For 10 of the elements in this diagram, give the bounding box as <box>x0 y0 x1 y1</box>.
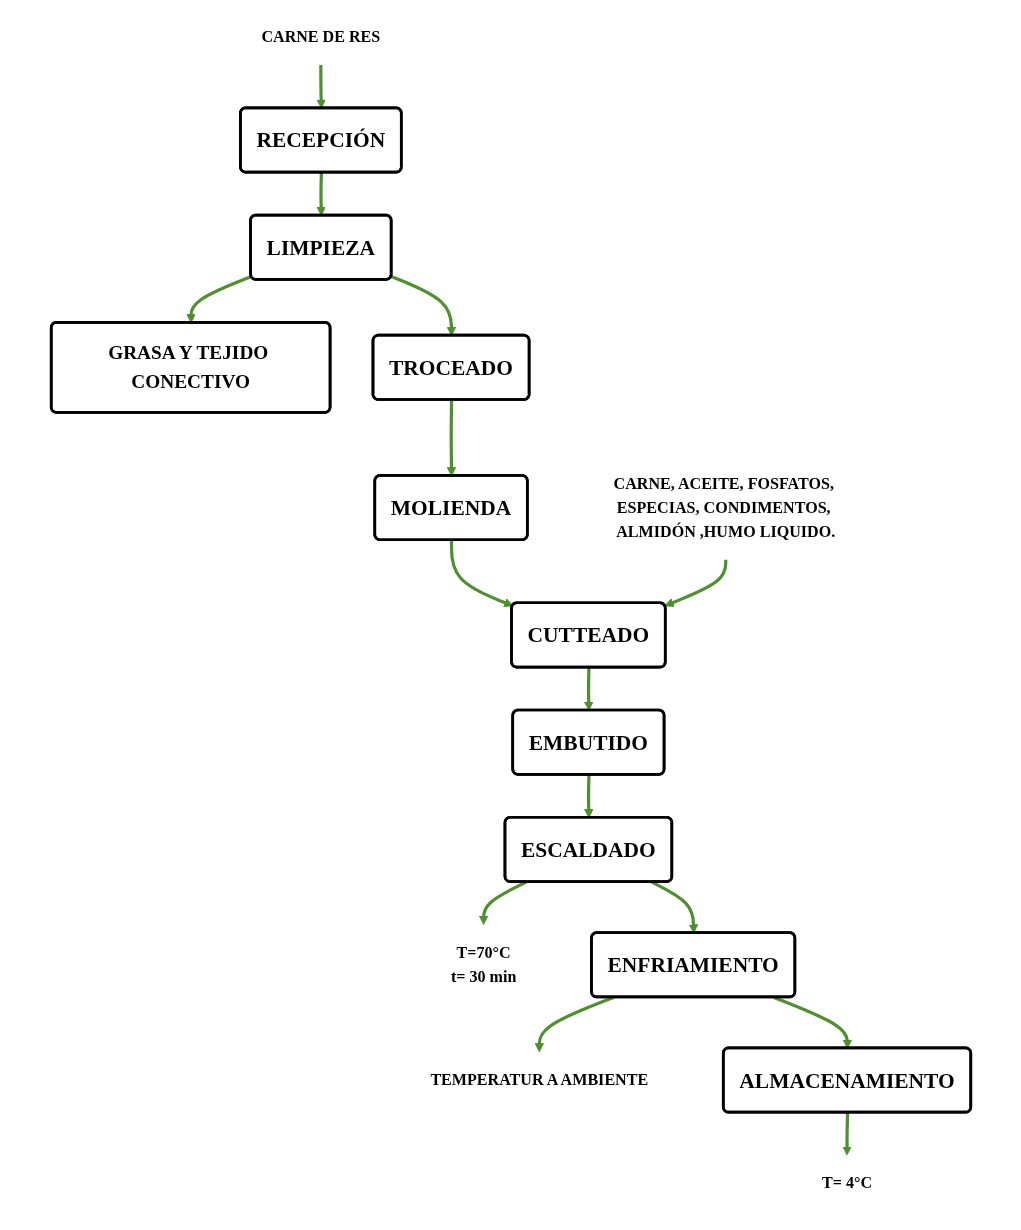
node-text: T=70°C t= 30 min <box>450 943 516 986</box>
arrow <box>664 559 727 607</box>
arrow <box>315 172 326 216</box>
arrow <box>841 1112 852 1156</box>
node-text: CARNE DE RES <box>260 27 380 46</box>
arrow <box>583 667 593 711</box>
node-text: CARNE, ACEITE, FOSFATOS, ESPECIAS, CONDIMENTOS, ALMIDÓN ,HUMO LIQUIDO. <box>613 474 835 541</box>
node-text: TEMPERATUR A AMBIENTE <box>429 1071 648 1089</box>
node-text: T= 4°C <box>821 1174 872 1192</box>
arrow <box>449 540 513 608</box>
